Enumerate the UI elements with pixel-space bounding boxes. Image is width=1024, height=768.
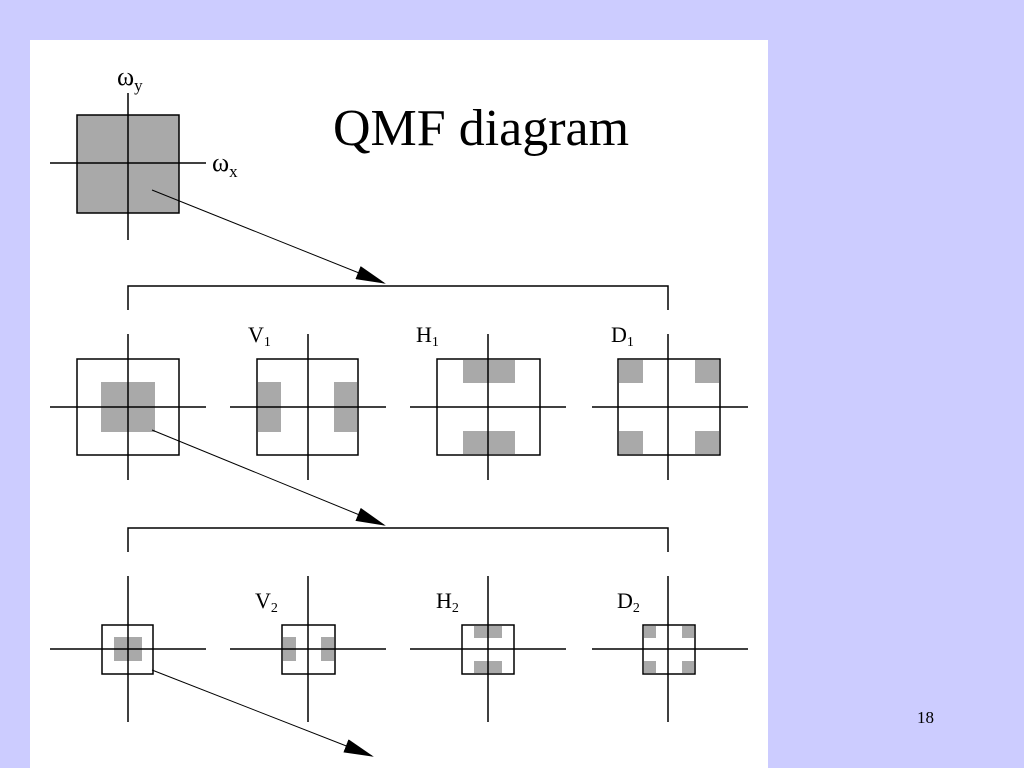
level-2-bracket xyxy=(127,527,669,552)
arrow-to-level-1 xyxy=(151,189,386,284)
level-1-diagonal-subband: D1 xyxy=(592,322,748,480)
level-2-diagonal-subband: D2 xyxy=(592,576,748,722)
d2-label: D2 xyxy=(617,588,640,616)
arrow-to-level-2 xyxy=(151,429,386,526)
omega-y-label: ωy xyxy=(117,62,143,95)
band-top-right xyxy=(682,626,694,638)
v1-label: V1 xyxy=(248,322,271,350)
band-top-right xyxy=(695,360,719,383)
band-bottom-left xyxy=(619,431,643,454)
arrow-to-level-3 xyxy=(151,669,374,757)
full-spectrum: ωy ωx xyxy=(50,62,238,240)
level-2-horizontal-subband: H2 xyxy=(410,576,566,722)
d1-label: D1 xyxy=(611,322,634,350)
level-2-lowpass xyxy=(50,576,206,722)
level-1-vertical-subband: V1 xyxy=(230,322,386,480)
level-1-lowpass xyxy=(50,334,206,480)
band-bottom xyxy=(463,431,515,454)
slide-title: QMF diagram xyxy=(333,100,630,157)
page-number: 18 xyxy=(917,708,934,727)
band-bottom-left xyxy=(644,661,656,673)
band-top-left xyxy=(619,360,643,383)
level-2-vertical-subband: V2 xyxy=(230,576,386,722)
h1-label: H1 xyxy=(416,322,439,350)
band-top xyxy=(463,360,515,383)
band-bottom-right xyxy=(682,661,694,673)
h2-label: H2 xyxy=(436,588,459,616)
band-bottom-right xyxy=(695,431,719,454)
omega-x-label: ωx xyxy=(212,148,238,181)
band-top-left xyxy=(644,626,656,638)
v2-label: V2 xyxy=(255,588,278,616)
level-1-horizontal-subband: H1 xyxy=(410,322,566,480)
level-1-bracket xyxy=(127,285,669,310)
